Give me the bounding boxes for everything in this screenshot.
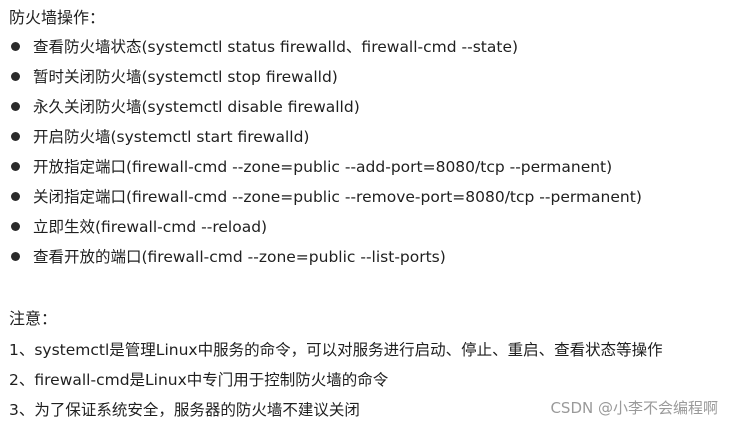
list-item: 关闭指定端口(firewall-cmd --zone=public --remo…	[9, 186, 642, 216]
notes-list: 1、systemctl是管理Linux中服务的命令，可以对服务进行启动、停止、重…	[9, 339, 663, 429]
list-item-text: 关闭指定端口(firewall-cmd --zone=public --remo…	[33, 188, 642, 206]
list-item: 查看开放的端口(firewall-cmd --zone=public --lis…	[9, 246, 642, 276]
notes-heading: 注意：	[9, 309, 58, 328]
list-item: 查看防火墙状态(systemctl status firewalld、firew…	[9, 36, 642, 66]
list-item: 暂时关闭防火墙(systemctl stop firewalld)	[9, 66, 642, 96]
list-item: 开启防火墙(systemctl start firewalld)	[9, 126, 642, 156]
bullet-icon	[11, 252, 20, 261]
list-item: 开放指定端口(firewall-cmd --zone=public --add-…	[9, 156, 642, 186]
note-item: 3、为了保证系统安全，服务器的防火墙不建议关闭	[9, 401, 360, 419]
list-item-text: 暂时关闭防火墙(systemctl stop firewalld)	[33, 68, 338, 86]
list-item-text: 立即生效(firewall-cmd --reload)	[33, 218, 268, 236]
list-item-text: 开放指定端口(firewall-cmd --zone=public --add-…	[33, 158, 613, 176]
bullet-icon	[11, 162, 20, 171]
bullet-icon	[11, 222, 20, 231]
bullet-icon	[11, 102, 20, 111]
bullet-icon	[11, 72, 20, 81]
list-item-text: 永久关闭防火墙(systemctl disable firewalld)	[33, 98, 360, 116]
command-list: 查看防火墙状态(systemctl status firewalld、firew…	[9, 36, 642, 276]
note-item: 2、firewall-cmd是Linux中专门用于控制防火墙的命令	[9, 371, 389, 389]
bullet-icon	[11, 132, 20, 141]
list-item-text: 开启防火墙(systemctl start firewalld)	[33, 128, 310, 146]
list-item: 永久关闭防火墙(systemctl disable firewalld)	[9, 96, 642, 126]
bullet-icon	[11, 192, 20, 201]
note-item: 1、systemctl是管理Linux中服务的命令，可以对服务进行启动、停止、重…	[9, 341, 663, 359]
bullet-icon	[11, 42, 20, 51]
list-item-text: 查看开放的端口(firewall-cmd --zone=public --lis…	[33, 248, 446, 266]
section-heading-firewall-operations: 防火墙操作：	[9, 8, 106, 27]
csdn-watermark: CSDN @小李不会编程啊	[550, 399, 718, 417]
list-item-text: 查看防火墙状态(systemctl status firewalld、firew…	[33, 38, 519, 56]
list-item: 立即生效(firewall-cmd --reload)	[9, 216, 642, 246]
